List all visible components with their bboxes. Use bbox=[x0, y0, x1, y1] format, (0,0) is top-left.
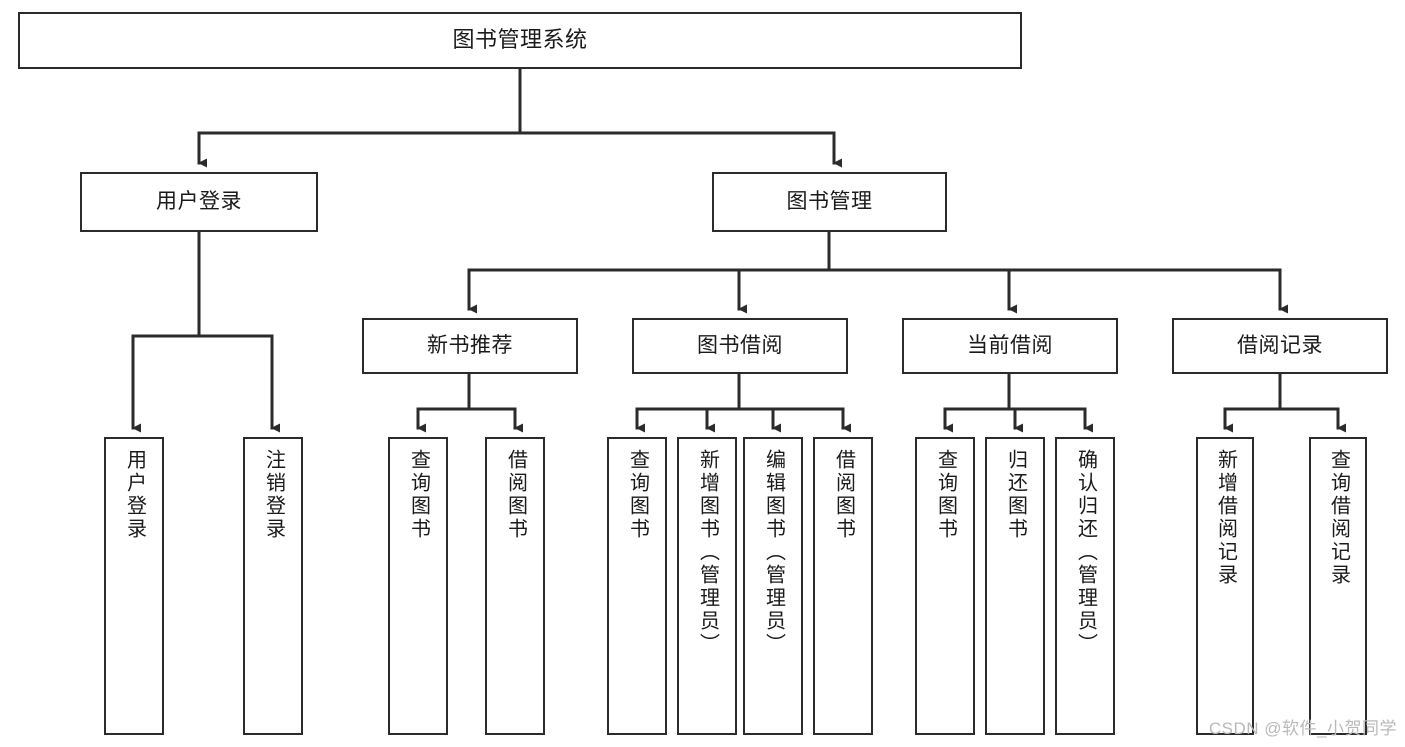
node-book-borrow-label: 图书借阅 bbox=[697, 334, 783, 358]
leaf-node[interactable]: 查询图书 bbox=[388, 437, 448, 735]
leaf-node[interactable]: 借阅图书 bbox=[813, 437, 873, 735]
leaf-label: 新增借阅记录 bbox=[1214, 449, 1237, 587]
leaf-label: 查询图书 bbox=[934, 449, 957, 541]
leaf-label: 归还图书 bbox=[1004, 449, 1027, 541]
leaf-node[interactable]: 新增借阅记录 bbox=[1196, 437, 1254, 735]
node-root[interactable]: 图书管理系统 bbox=[18, 12, 1022, 69]
csdn-watermark: CSDN @软件_小贺同学 bbox=[1208, 719, 1397, 738]
node-user-login[interactable]: 用户登录 bbox=[80, 172, 318, 232]
node-borrow-record[interactable]: 借阅记录 bbox=[1172, 318, 1388, 374]
leaf-node[interactable]: 查询图书 bbox=[915, 437, 975, 735]
node-book-management[interactable]: 图书管理 bbox=[712, 172, 947, 232]
leaf-label: 编辑图书（管理员） bbox=[762, 449, 785, 656]
node-book-management-label: 图书管理 bbox=[786, 190, 873, 214]
leaf-label: 借阅图书 bbox=[504, 449, 527, 541]
leaf-label: 确认归还（管理员） bbox=[1074, 449, 1097, 656]
leaf-label: 注销登录 bbox=[262, 449, 285, 541]
leaf-label: 查询图书 bbox=[407, 449, 430, 541]
node-book-borrow[interactable]: 图书借阅 bbox=[632, 318, 848, 374]
node-new-book-recommend[interactable]: 新书推荐 bbox=[362, 318, 578, 374]
node-current-borrow[interactable]: 当前借阅 bbox=[902, 318, 1118, 374]
leaf-label: 查询借阅记录 bbox=[1327, 449, 1350, 587]
node-borrow-record-label: 借阅记录 bbox=[1237, 334, 1323, 358]
node-new-book-recommend-label: 新书推荐 bbox=[427, 334, 513, 358]
leaf-label: 查询图书 bbox=[626, 449, 649, 541]
leaf-node[interactable]: 新增图书（管理员） bbox=[677, 437, 737, 735]
node-user-login-label: 用户登录 bbox=[156, 190, 242, 214]
node-current-borrow-label: 当前借阅 bbox=[967, 334, 1053, 358]
leaf-label: 新增图书（管理员） bbox=[696, 449, 719, 656]
leaf-node[interactable]: 确认归还（管理员） bbox=[1055, 437, 1115, 735]
leaf-label: 用户登录 bbox=[123, 449, 146, 541]
leaf-node[interactable]: 归还图书 bbox=[985, 437, 1045, 735]
leaf-label: 借阅图书 bbox=[832, 449, 855, 541]
node-root-label: 图书管理系统 bbox=[452, 27, 588, 53]
leaf-node[interactable]: 借阅图书 bbox=[485, 437, 545, 735]
leaf-node[interactable]: 查询借阅记录 bbox=[1309, 437, 1367, 735]
leaf-node[interactable]: 注销登录 bbox=[243, 437, 303, 735]
leaf-node[interactable]: 编辑图书（管理员） bbox=[743, 437, 803, 735]
leaf-node[interactable]: 用户登录 bbox=[104, 437, 164, 735]
leaf-node[interactable]: 查询图书 bbox=[607, 437, 667, 735]
